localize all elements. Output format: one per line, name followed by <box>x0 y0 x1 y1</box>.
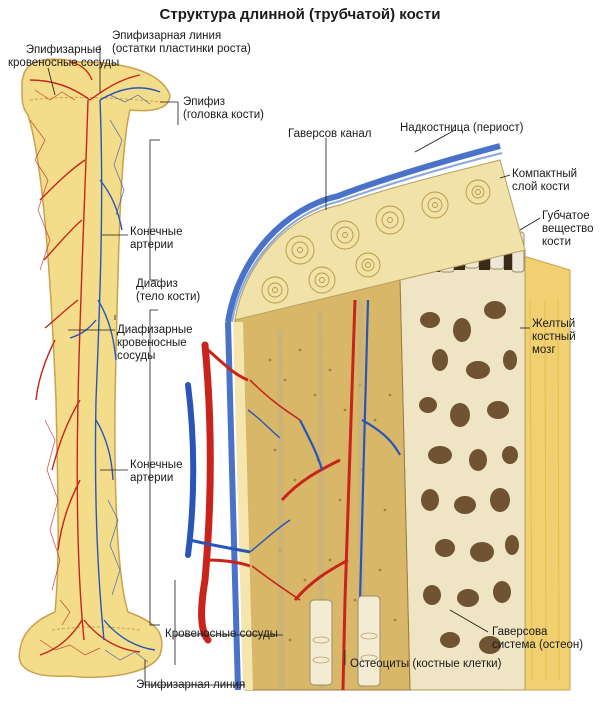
label-spongy-bone: Губчатое вещество кости <box>542 210 594 249</box>
label-haversian-system: Гаверсова система (остеон) <box>492 626 583 652</box>
label-compact-bone-l1: Компактный <box>512 168 578 180</box>
label-epiphyseal-line-bottom: Эпифизарная линия <box>136 679 246 691</box>
label-blood-vessels: Кровеносные сосуды <box>165 628 278 640</box>
label-yellow-marrow-l2: костный <box>532 331 576 343</box>
bone-cross-section <box>225 143 571 691</box>
label-haversian-canal: Гаверсов канал <box>288 128 372 140</box>
label-diaphyseal-vessels: Диафизарные кровеносные сосуды <box>117 324 193 363</box>
label-diaphysis-l1: Диафиз <box>136 278 178 290</box>
label-end-arteries-top: Конечные артерии <box>130 226 182 252</box>
label-epiphysis-l2: (головка кости) <box>183 109 264 121</box>
external-vessels <box>185 341 301 644</box>
label-epiphyseal-vessels-l1: Эпифизарные <box>25 44 102 56</box>
label-diaphyseal-vessels-l3: сосуды <box>117 350 156 362</box>
label-epiphyseal-vessels: Эпифизарные кровеносные сосуды <box>8 44 119 70</box>
label-diaphyseal-vessels-l2: кровеносные <box>117 337 187 349</box>
label-yellow-marrow: Желтый костный мозг <box>532 318 576 357</box>
label-epiphyseal-line-top: Эпифизарная линия (остатки пластинки рос… <box>112 30 251 56</box>
label-periosteum: Надкостница (периост) <box>400 122 524 134</box>
label-compact-bone-l2: слой кости <box>512 181 570 193</box>
label-epiphyseal-line-top-l2: (остатки пластинки роста) <box>112 43 251 55</box>
label-spongy-bone-l3: кости <box>542 236 571 248</box>
label-end-arteries-bottom-l1: Конечные <box>130 459 183 471</box>
label-spongy-bone-l2: вещество <box>542 223 594 235</box>
label-epiphysis-l1: Эпифиз <box>183 96 226 108</box>
label-epiphyseal-line-top-l1: Эпифизарная линия <box>112 30 222 42</box>
label-end-arteries-bottom-l2: артерии <box>130 472 174 484</box>
long-bone <box>18 58 171 679</box>
label-yellow-marrow-l1: Желтый <box>532 318 576 330</box>
page-title: Структура длинной (трубчатой) кости <box>159 6 441 23</box>
label-diaphysis-l2: (тело кости) <box>136 291 201 303</box>
leader-lines <box>47 45 541 686</box>
label-haversian-system-l1: Гаверсова <box>492 626 548 638</box>
label-diaphyseal-vessels-l1: Диафизарные <box>117 324 193 336</box>
label-haversian-system-l2: система (остеон) <box>492 639 584 651</box>
label-epiphysis: Эпифиз (головка кости) <box>183 96 264 122</box>
label-end-arteries-top-l1: Конечные <box>130 226 183 238</box>
label-osteocytes: Остеоциты (костные клетки) <box>350 658 502 670</box>
label-diaphysis: Диафиз (тело кости) <box>136 278 200 304</box>
label-end-arteries-top-l2: артерии <box>130 239 174 251</box>
label-compact-bone: Компактный слой кости <box>512 168 577 194</box>
label-yellow-marrow-l3: мозг <box>532 344 556 356</box>
label-end-arteries-bottom: Конечные артерии <box>130 459 182 485</box>
label-epiphyseal-vessels-l2: кровеносные сосуды <box>8 57 120 69</box>
label-spongy-bone-l1: Губчатое <box>542 210 590 222</box>
